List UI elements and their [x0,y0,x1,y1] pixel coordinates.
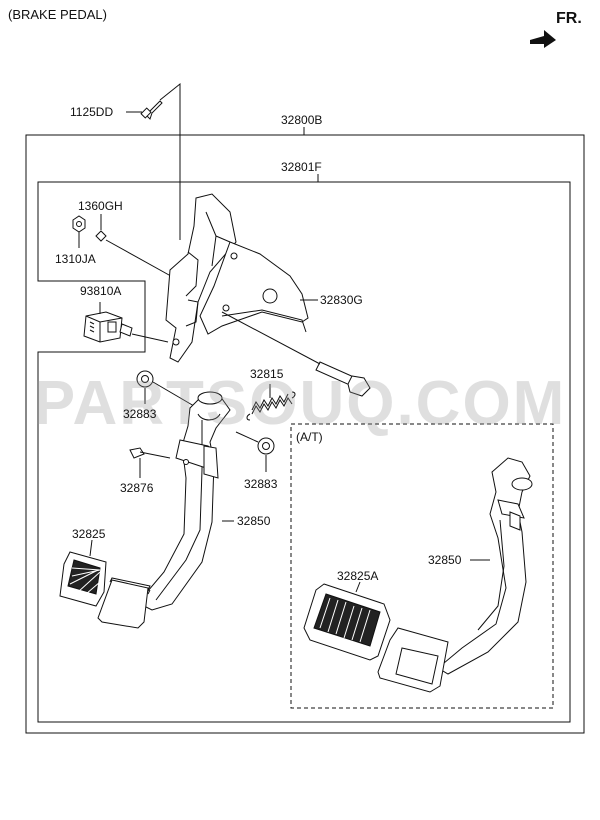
bushing-32883-lower-icon [257,437,275,455]
part-label-32825[interactable]: 32825 [72,527,106,541]
at-group-label: (A/T) [296,430,323,444]
front-direction-label: FR. [556,10,582,27]
part-label-32850-at[interactable]: 32850 [428,553,462,567]
part-label-93810A[interactable]: 93810A [80,284,122,298]
part-label-32876[interactable]: 32876 [120,481,154,495]
switch-93810A-icon [83,311,133,343]
diagram-title: (BRAKE PEDAL) [8,7,107,22]
pedal-plate [97,577,151,629]
assembly-frame-32801F [37,181,571,723]
pedal-bracket-32830G [165,193,309,363]
clip-32876-icon [129,447,171,459]
part-label-32800B[interactable]: 32800B [281,113,323,127]
pedal-plate-at [377,627,449,693]
bushing-32883-upper-icon [136,370,154,388]
pivot-bolt-icon [315,361,371,397]
nut-1310JA-icon [72,215,86,233]
washer-1360GH-icon [95,230,107,242]
part-label-32825A[interactable]: 32825A [337,569,379,583]
pedal-arm-32850 [141,391,231,611]
part-label-32883-upper[interactable]: 32883 [123,407,157,421]
part-label-32883-lower[interactable]: 32883 [244,477,278,491]
part-label-32850[interactable]: 32850 [237,514,271,528]
pedal-arm-32850-at [437,457,533,675]
watermark: PARTSOUQ.COM [33,369,567,438]
pedal-pad-32825-icon [59,551,107,607]
part-label-1360GH[interactable]: 1360GH [78,199,123,213]
part-label-32801F[interactable]: 32801F [281,160,322,174]
part-label-1310JA[interactable]: 1310JA [55,252,96,266]
front-direction-arrow-icon [530,30,556,48]
return-spring-32815-icon [246,391,296,421]
pedal-pad-32825A-icon [303,583,391,661]
part-label-32815[interactable]: 32815 [250,367,284,381]
bolt-1125DD-icon [140,100,163,120]
part-label-1125DD[interactable]: 1125DD [70,105,114,119]
part-label-32830G[interactable]: 32830G [320,293,363,307]
assembly-frame-32800B [25,134,585,734]
